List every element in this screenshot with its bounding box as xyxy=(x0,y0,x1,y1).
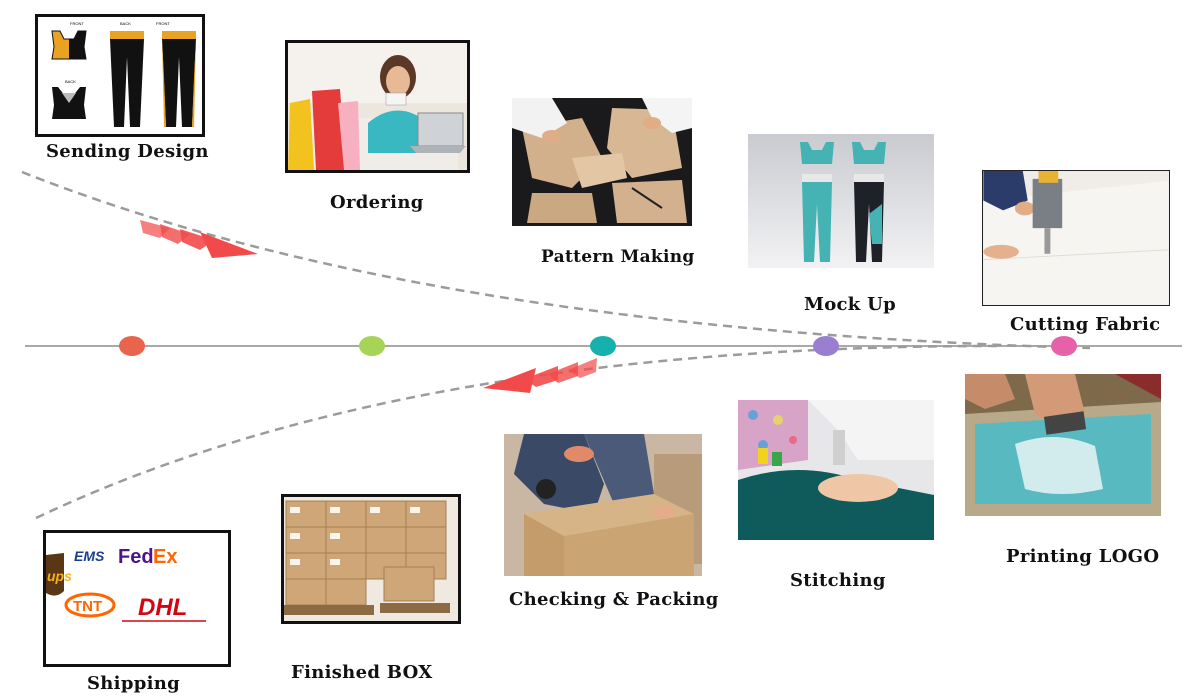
upper-dashed-curve xyxy=(21,170,1091,350)
design-label-back-2: BACK xyxy=(65,79,76,84)
design-label-back-1: BACK xyxy=(120,21,131,26)
stitching-image xyxy=(738,400,934,540)
step-label-sending-design: Sending Design xyxy=(46,141,209,162)
step-label-ordering: Ordering xyxy=(330,192,424,213)
ems-logo-text: EMS xyxy=(74,548,105,564)
ordering-image xyxy=(285,40,470,173)
forward-arrow-icon xyxy=(140,220,258,258)
cutting-fabric-image xyxy=(982,170,1170,306)
step-label-checking-packing: Checking & Packing xyxy=(509,589,719,610)
ups-logo-text: ups xyxy=(47,568,72,584)
dhl-logo-text: DHL xyxy=(138,594,187,621)
node-4 xyxy=(813,336,839,356)
ups-logo-icon xyxy=(46,553,64,596)
shipping-carriers-image: ups EMS Fed Ex TNT DHL xyxy=(43,530,231,667)
node-3 xyxy=(590,336,616,356)
step-label-cutting-fabric: Cutting Fabric xyxy=(1010,314,1161,335)
mock-up-image xyxy=(748,134,934,268)
step-label-pattern-making: Pattern Making xyxy=(541,247,695,267)
step-label-printing-logo: Printing LOGO xyxy=(1006,546,1160,567)
return-arrow-icon xyxy=(483,358,597,393)
node-2 xyxy=(359,336,385,356)
step-label-shipping: Shipping xyxy=(87,673,181,694)
sending-design-image: FRONT BACK FRONT BACK xyxy=(35,14,205,137)
fedex-logo-ex-text: Ex xyxy=(153,546,177,568)
printing-logo-image xyxy=(965,374,1161,516)
step-label-stitching: Stitching xyxy=(790,570,886,591)
step-label-finished-box: Finished BOX xyxy=(291,662,433,683)
step-label-mock-up: Mock Up xyxy=(804,294,897,315)
design-label-front-2: FRONT xyxy=(156,21,170,26)
tnt-logo-text: TNT xyxy=(73,598,102,615)
pattern-making-image xyxy=(512,98,692,226)
node-1 xyxy=(119,336,145,356)
fedex-logo-fed-text: Fed xyxy=(118,546,154,568)
node-5 xyxy=(1051,336,1077,356)
design-label-front-1: FRONT xyxy=(70,21,84,26)
checking-packing-image xyxy=(504,434,702,576)
finished-box-image xyxy=(281,494,461,624)
